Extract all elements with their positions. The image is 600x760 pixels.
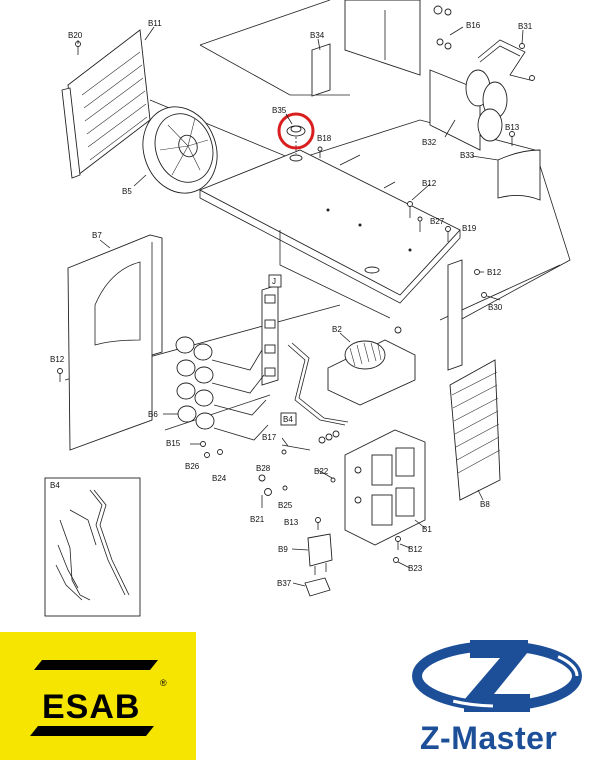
label-b12-left: B12 xyxy=(50,355,65,364)
leader-lines xyxy=(77,26,524,587)
label-b32: B32 xyxy=(422,138,437,147)
screws-right-upper xyxy=(383,181,451,242)
part-b6 xyxy=(175,336,269,441)
part-b32 xyxy=(465,69,508,142)
label-j: J xyxy=(272,277,276,286)
label-j-box xyxy=(268,274,282,288)
label-b8: B8 xyxy=(480,500,490,509)
part-b37 xyxy=(304,577,331,597)
label-b35: B35 xyxy=(272,106,287,115)
part-b9 xyxy=(307,517,333,575)
part-b17 xyxy=(281,444,311,455)
label-b26: B26 xyxy=(185,462,200,471)
inset-box-b4 xyxy=(44,477,141,617)
label-b6: B6 xyxy=(148,410,158,419)
zmaster-logo: Z-Master xyxy=(400,632,600,760)
part-b16 xyxy=(433,5,452,50)
label-b4-center: B4 xyxy=(283,415,293,424)
label-b13-top: B13 xyxy=(505,123,520,132)
part-b7 xyxy=(67,234,163,451)
part-b31 xyxy=(477,39,535,81)
rear-panel xyxy=(344,0,481,151)
label-b12-bottom: B12 xyxy=(408,545,423,554)
label-b30: B30 xyxy=(488,303,503,312)
label-b37: B37 xyxy=(277,579,292,588)
part-b12-left xyxy=(57,368,63,382)
label-b28: B28 xyxy=(256,464,271,473)
label-b16: B16 xyxy=(466,21,481,30)
esab-stripes-icon xyxy=(30,660,158,736)
label-b27: B27 xyxy=(430,217,445,226)
label-b19: B19 xyxy=(462,224,477,233)
label-b17: B17 xyxy=(262,433,277,442)
part-b5 xyxy=(142,106,218,194)
zmaster-logo-text: Z-Master xyxy=(420,720,558,756)
label-b33: B33 xyxy=(460,151,475,160)
label-b11: B11 xyxy=(148,19,162,28)
esab-logo: ESAB ® xyxy=(0,632,196,760)
label-b15: B15 xyxy=(166,439,181,448)
part-b18 xyxy=(317,146,361,166)
label-b5: B5 xyxy=(122,187,132,196)
exploded-parts-diagram: B20 B11 B34 B16 B31 B35 B18 B13 B32 B33 … xyxy=(44,0,571,617)
screws-lower-left xyxy=(190,441,223,458)
label-b12-right: B12 xyxy=(487,268,502,277)
top-cover-plate xyxy=(198,149,461,319)
screws-lower-right xyxy=(393,536,401,563)
part-b8 xyxy=(449,359,501,501)
esab-logo-text: ESAB xyxy=(42,688,141,726)
label-b25: B25 xyxy=(278,501,293,510)
side-bracket-right xyxy=(447,259,487,371)
label-b24: B24 xyxy=(212,474,227,483)
part-b33 xyxy=(497,149,541,201)
part-b11 xyxy=(61,29,151,179)
label-b18: B18 xyxy=(317,134,332,143)
label-b22: B22 xyxy=(314,467,329,476)
part-j xyxy=(261,284,279,386)
screws-lower-center xyxy=(258,474,336,508)
esab-registered-mark: ® xyxy=(160,678,167,688)
part-b4-cable xyxy=(287,342,349,444)
highlight-circle xyxy=(277,112,315,150)
label-b34: B34 xyxy=(310,31,325,40)
part-b2 xyxy=(327,326,416,406)
label-b23: B23 xyxy=(408,564,423,573)
label-b4-inset: B4 xyxy=(50,481,60,490)
part-b13-top xyxy=(509,131,515,146)
label-b9: B9 xyxy=(278,545,288,554)
label-b7: B7 xyxy=(92,231,102,240)
zmaster-emblem-icon xyxy=(412,640,582,712)
label-b12-upper: B12 xyxy=(422,179,437,188)
label-b13-bottom: B13 xyxy=(284,518,299,527)
label-b4-box xyxy=(280,412,297,426)
label-b31: B31 xyxy=(518,22,533,31)
part-b1 xyxy=(344,429,426,546)
label-b1: B1 xyxy=(422,525,432,534)
label-b20: B20 xyxy=(68,31,83,40)
part-b35 xyxy=(286,125,306,162)
part-labels: B20 B11 B34 B16 B31 B35 B18 B13 B32 B33 … xyxy=(50,19,533,588)
label-b21: B21 xyxy=(250,515,265,524)
part-b34 xyxy=(311,43,331,97)
label-b2: B2 xyxy=(332,325,342,334)
